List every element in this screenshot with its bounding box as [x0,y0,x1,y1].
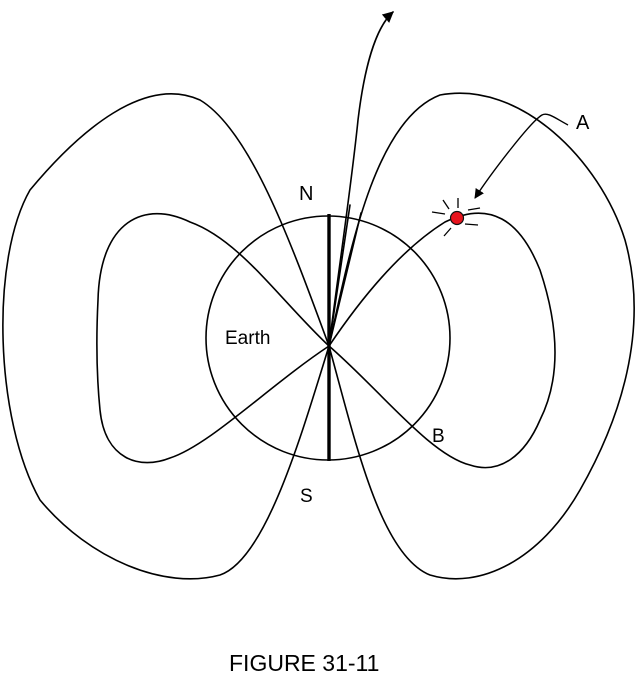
field-line-polar-1 [328,204,351,347]
particle-a [431,198,481,237]
field-line-inner-left [96,213,330,464]
earth-label: Earth [225,328,271,349]
field-line-outer-right [328,92,635,580]
field-line-inner-right [328,212,556,469]
field-line-outer-left [2,93,330,580]
point-b-label: B [432,426,445,447]
pointer-to-particle [474,113,569,199]
field-line-escaping [328,11,394,347]
field-line-polar-2 [328,212,362,347]
point-a-label: A [576,112,590,134]
north-pole-label: N [299,183,314,205]
figure-caption: FIGURE 31-11 [229,650,380,676]
south-pole-label: S [300,486,313,507]
